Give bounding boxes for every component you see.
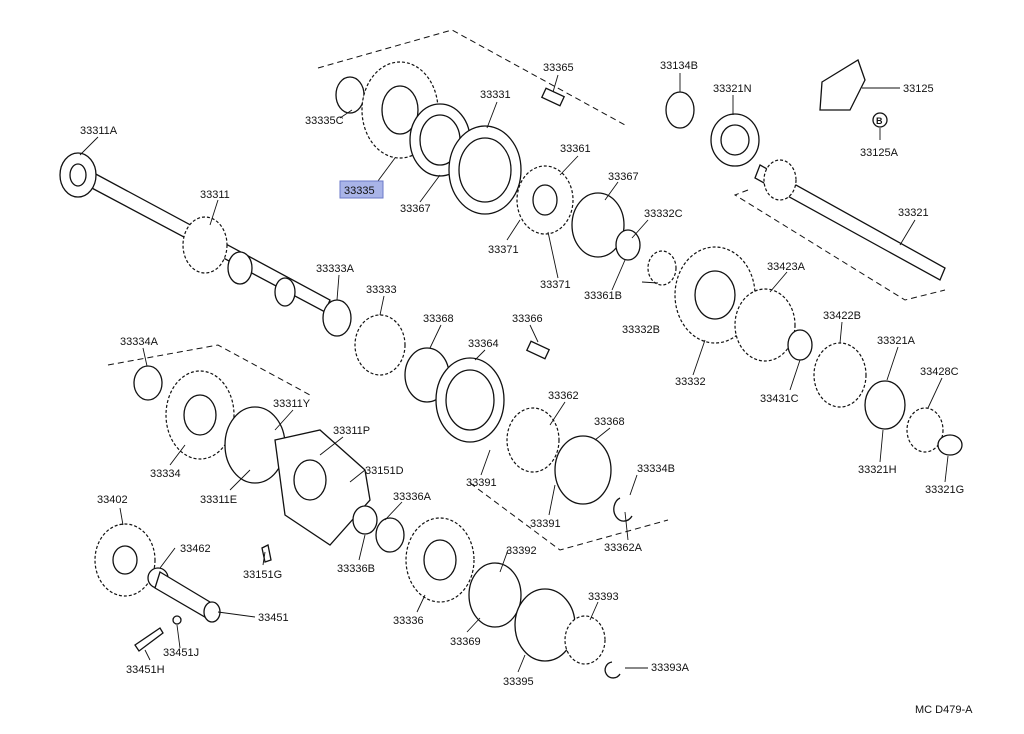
label-33371-b[interactable]: 33371 xyxy=(540,279,571,291)
label-33151d[interactable]: 33151D xyxy=(365,465,404,477)
label-33332c[interactable]: 33332C xyxy=(644,208,683,220)
label-33333a[interactable]: 33333A xyxy=(316,263,355,275)
label-33451h[interactable]: 33451H xyxy=(126,664,165,676)
label-33311p[interactable]: 33311P xyxy=(333,425,370,437)
part-labels: 33311A 33311 33335C 33335 33367 33331 33… xyxy=(80,60,973,716)
label-33368-a[interactable]: 33368 xyxy=(423,313,454,325)
label-33402[interactable]: 33402 xyxy=(97,494,128,506)
counter-gear-drawing xyxy=(133,365,633,679)
reverse-idler-drawing xyxy=(94,523,272,652)
group-outline-upper xyxy=(317,29,626,126)
label-33311[interactable]: 33311 xyxy=(200,189,230,201)
label-33364[interactable]: 33364 xyxy=(468,338,499,350)
label-33151g[interactable]: 33151G xyxy=(243,569,282,581)
group-outline-counter-bottom xyxy=(469,482,669,551)
label-33391-b[interactable]: 33391 xyxy=(530,518,561,530)
label-33371-a[interactable]: 33371 xyxy=(488,244,519,256)
highlight-box xyxy=(339,180,384,199)
label-33362a[interactable]: 33362A xyxy=(604,542,643,554)
label-33451j[interactable]: 33451J xyxy=(163,647,199,659)
ref-b-marker: B xyxy=(876,116,883,126)
label-33334[interactable]: 33334 xyxy=(150,468,181,480)
label-33321a[interactable]: 33321A xyxy=(877,335,916,347)
label-33365[interactable]: 33365 xyxy=(543,62,574,74)
input-shaft-drawing xyxy=(59,152,331,313)
label-33333[interactable]: 33333 xyxy=(366,284,397,296)
label-33361[interactable]: 33361 xyxy=(560,143,591,155)
label-33391-a[interactable]: 33391 xyxy=(466,477,497,489)
label-33361b[interactable]: 33361B xyxy=(584,290,622,302)
group-outline-counter xyxy=(107,344,311,396)
label-33332b[interactable]: 33332B xyxy=(622,324,660,336)
label-33321[interactable]: 33321 xyxy=(898,207,929,219)
label-33423a[interactable]: 33423A xyxy=(767,261,806,273)
label-33335[interactable]: 33335 xyxy=(344,185,375,197)
diagram-code: MC D479-A xyxy=(915,704,973,716)
label-33336[interactable]: 33336 xyxy=(393,615,424,627)
label-33331[interactable]: 33331 xyxy=(480,89,511,101)
label-33369[interactable]: 33369 xyxy=(450,636,481,648)
label-33366[interactable]: 33366 xyxy=(512,313,543,325)
label-33392[interactable]: 33392 xyxy=(506,545,537,557)
label-33311a[interactable]: 33311A xyxy=(80,125,118,137)
label-33311e[interactable]: 33311E xyxy=(200,494,237,506)
label-33431c[interactable]: 33431C xyxy=(760,393,799,405)
label-33393[interactable]: 33393 xyxy=(588,591,619,603)
label-33362[interactable]: 33362 xyxy=(548,390,579,402)
label-33334a[interactable]: 33334A xyxy=(120,336,159,348)
label-33428c[interactable]: 33428C xyxy=(920,366,959,378)
upper-gear-drawing xyxy=(335,61,677,286)
label-33134b[interactable]: 33134B xyxy=(660,60,698,72)
label-33321h[interactable]: 33321H xyxy=(858,464,897,476)
label-33335c[interactable]: 33335C xyxy=(305,115,344,127)
mainshaft-gears-drawing xyxy=(322,246,963,505)
label-33334b[interactable]: 33334B xyxy=(637,463,675,475)
label-33422b[interactable]: 33422B xyxy=(823,310,861,322)
group-outline-mainshaft-right xyxy=(733,189,946,301)
label-33311y[interactable]: 33311Y xyxy=(273,398,311,410)
label-33125a[interactable]: 33125A xyxy=(860,147,899,159)
label-33367-a[interactable]: 33367 xyxy=(400,203,431,215)
label-33367-b[interactable]: 33367 xyxy=(608,171,639,183)
label-33332[interactable]: 33332 xyxy=(675,376,706,388)
label-33336a[interactable]: 33336A xyxy=(393,491,432,503)
label-33321n[interactable]: 33321N xyxy=(713,83,752,95)
label-33451[interactable]: 33451 xyxy=(258,612,289,624)
label-33321g[interactable]: 33321G xyxy=(925,484,964,496)
label-33125[interactable]: 33125 xyxy=(903,83,934,95)
label-33368-b[interactable]: 33368 xyxy=(594,416,625,428)
label-33336b[interactable]: 33336B xyxy=(337,563,375,575)
leader-lines xyxy=(79,73,949,673)
label-33393a[interactable]: 33393A xyxy=(651,662,690,674)
label-33462[interactable]: 33462 xyxy=(180,543,211,555)
label-33395[interactable]: 33395 xyxy=(503,676,534,688)
output-shaft-drawing: B xyxy=(665,59,946,281)
